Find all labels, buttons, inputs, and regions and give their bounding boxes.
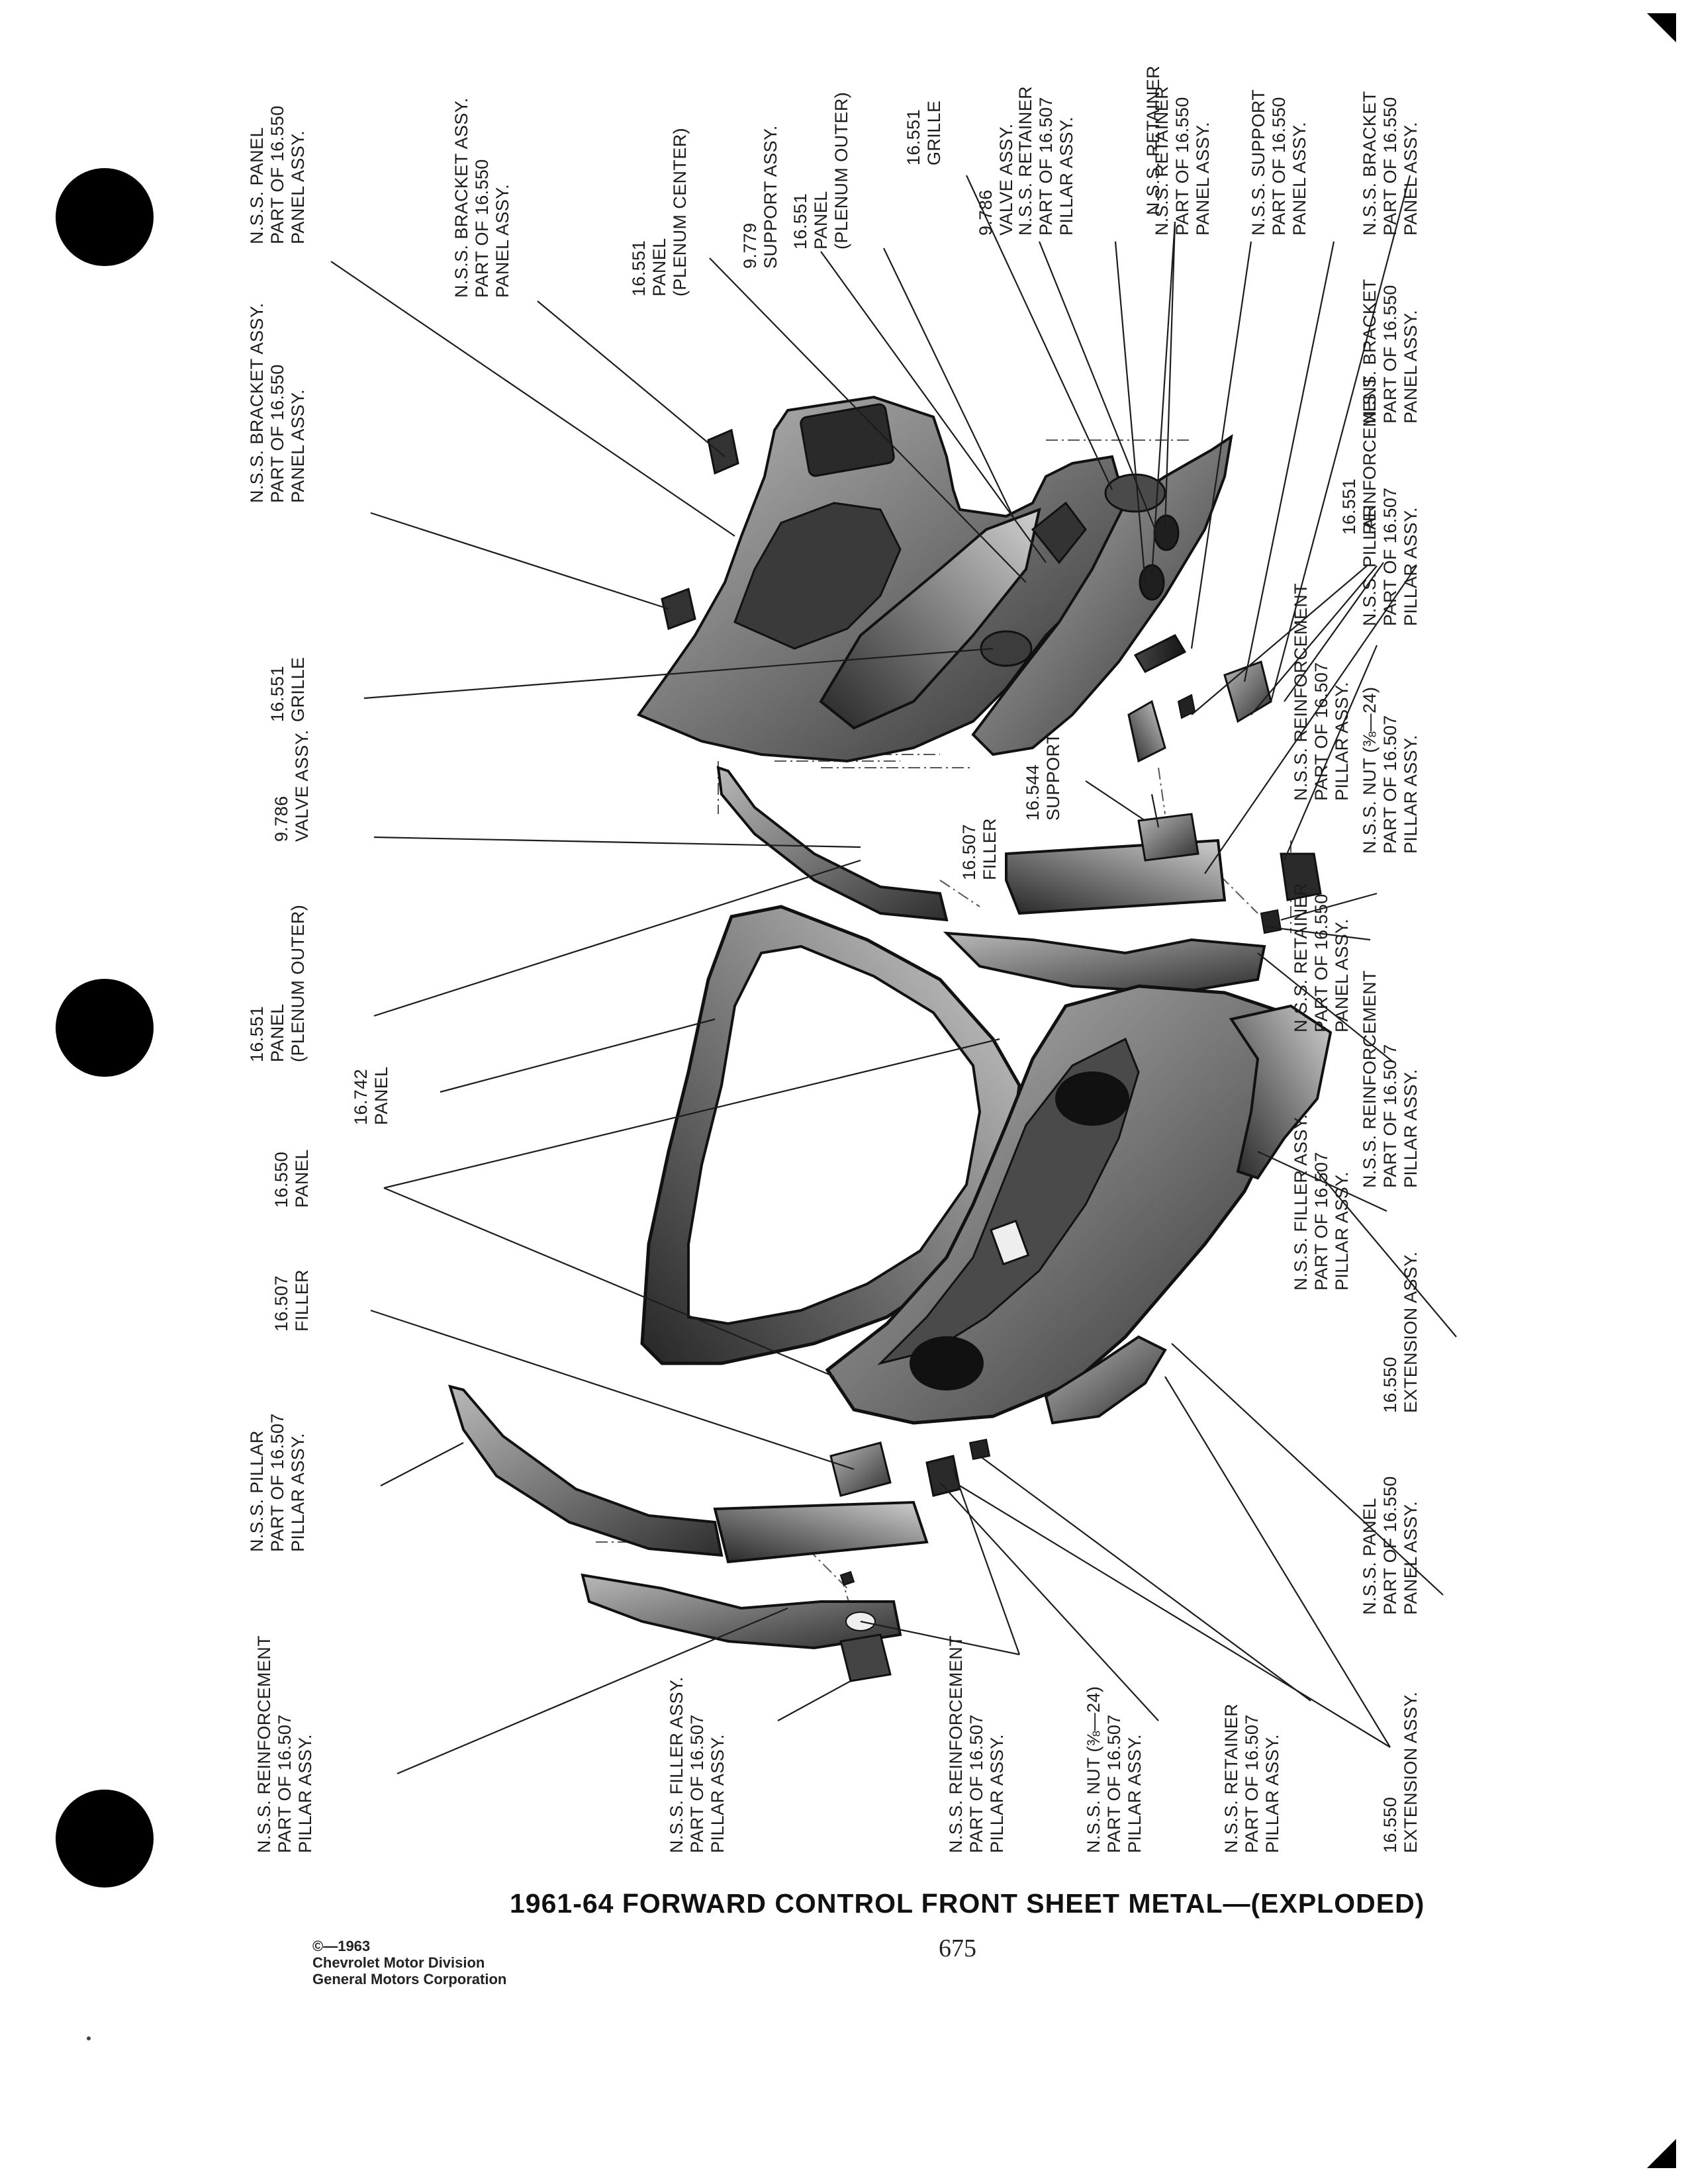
copyright-notice: ©—1963 Chevrolet Motor Division General … bbox=[312, 1938, 507, 1987]
scan-speck bbox=[87, 2036, 91, 2040]
cowl-panel-assembly bbox=[636, 395, 1127, 763]
pillar-assembly-lower bbox=[448, 1385, 991, 1682]
pillar-assembly-upper bbox=[716, 766, 1322, 995]
page-title: 1961-64 FORWARD CONTROL FRONT SHEET META… bbox=[510, 1888, 1425, 1919]
page-number: 675 bbox=[939, 1934, 976, 1962]
cowl-dash-panel-16550 bbox=[825, 984, 1333, 1425]
windshield-frame-panel bbox=[640, 905, 1021, 1365]
punch-hole-bottom bbox=[56, 1790, 154, 1888]
punch-hole-middle bbox=[56, 979, 154, 1077]
corner-mark-bottom-right bbox=[1647, 2139, 1676, 2168]
leader-lines bbox=[330, 175, 1457, 1775]
punch-hole-top bbox=[56, 168, 154, 266]
corner-mark-top-right bbox=[1647, 13, 1676, 42]
plenum-outer-assembly bbox=[971, 433, 1233, 756]
